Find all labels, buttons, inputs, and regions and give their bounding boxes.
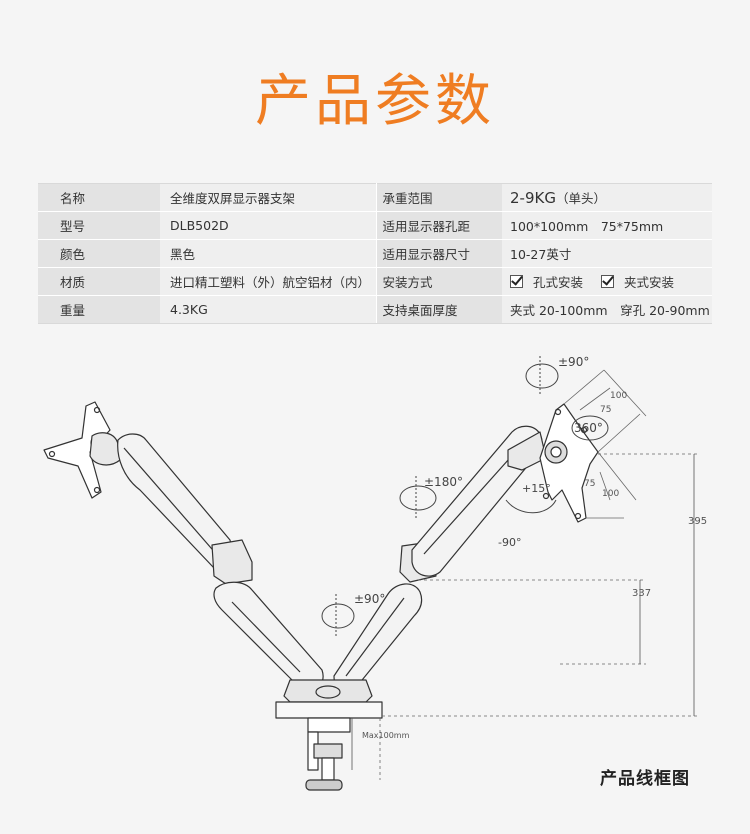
install-option-clamp: 夹式安装 <box>601 272 674 291</box>
checkbox-icon <box>601 275 615 288</box>
checkbox-icon <box>510 275 523 288</box>
dim-337: 337 <box>632 588 651 599</box>
spec-label: 材质 <box>38 267 160 296</box>
tilt-rotation-icon <box>525 363 559 389</box>
spec-value: DLB502D <box>160 211 377 240</box>
load-note: （单头） <box>555 191 606 206</box>
table-row: 颜色 黑色 适用显示器尺寸 10-27英寸 <box>38 239 712 268</box>
page-title: 产品参数 <box>255 69 495 134</box>
spec-value: 10-27英寸 <box>502 239 712 268</box>
spec-label: 颜色 <box>38 239 160 268</box>
label-base-rotation: ±90° <box>354 592 385 606</box>
spec-label: 支持桌面厚度 <box>376 295 502 324</box>
spec-value: 2-9KG（单头） <box>502 183 712 212</box>
dim-max-clamp: Max100mm <box>362 731 410 740</box>
load-range: 2-9KG <box>510 189 556 207</box>
swivel-rotation-icon <box>399 485 437 511</box>
table-row: 材质 进口精工塑料（外）航空铝材（内） 安装方式 孔式安装夹式安装 <box>38 267 712 296</box>
tilt-arc-icon <box>505 499 557 514</box>
vesa-outer-top: 100 <box>610 391 627 401</box>
table-row: 重量 4.3KG 支持桌面厚度 夹式 20-100mm 穿孔 20-90mm <box>38 295 712 324</box>
dimension-guides <box>379 453 700 780</box>
spec-value: 100*100mm 75*75mm <box>502 211 712 240</box>
vesa-dimension-lines <box>563 369 647 519</box>
spec-label: 型号 <box>38 211 160 240</box>
spec-value: 进口精工塑料（外）航空铝材（内） <box>160 267 377 296</box>
spec-value: 全维度双屏显示器支架 <box>160 183 377 212</box>
install-option-hole: 孔式安装 <box>510 272 583 291</box>
vesa-outer-bottom: 100 <box>602 489 619 499</box>
spec-label: 承重范围 <box>376 183 502 212</box>
spec-value: 黑色 <box>160 239 377 268</box>
spec-label: 名称 <box>38 183 160 212</box>
label-rotate: 360° <box>574 421 603 435</box>
left-lower-arm <box>213 581 324 691</box>
dim-395: 395 <box>688 516 707 527</box>
table-row: 型号 DLB502D 适用显示器孔距 100*100mm 75*75mm <box>38 211 712 240</box>
spec-label: 安装方式 <box>376 267 502 296</box>
spec-value: 夹式 20-100mm 穿孔 20-90mm <box>502 295 712 324</box>
label-tilt-down: -90° <box>498 536 521 549</box>
vesa-inner-bottom: 75 <box>584 479 595 489</box>
table-row: 名称 全维度双屏显示器支架 承重范围 2-9KG（单头） <box>38 183 712 212</box>
left-tilt-joint <box>89 432 121 466</box>
spec-label: 重量 <box>38 295 160 324</box>
diagram-caption: 产品线框图 <box>600 769 690 789</box>
left-elbow-joint <box>211 539 253 585</box>
spec-value: 孔式安装夹式安装 <box>502 267 712 296</box>
vesa-inner-top: 75 <box>600 405 611 415</box>
label-tilt-up: +15° <box>522 482 551 495</box>
product-line-drawing: 395 337 Max100mm 100 75 75 100 ±90° ±180… <box>43 355 707 791</box>
base-rotation-icon <box>321 603 355 629</box>
label-swivel: ±180° <box>424 475 463 489</box>
spec-table: 名称 全维度双屏显示器支架 承重范围 2-9KG（单头） 型号 DLB502D … <box>38 183 712 324</box>
rotate-360-icon <box>571 415 609 441</box>
spec-label: 适用显示器孔距 <box>376 211 502 240</box>
spec-value: 4.3KG <box>160 295 377 324</box>
clamp-base <box>275 679 383 791</box>
label-tilt: ±90° <box>558 355 589 369</box>
spec-label: 适用显示器尺寸 <box>376 239 502 268</box>
right-tilt-joint <box>507 431 547 471</box>
